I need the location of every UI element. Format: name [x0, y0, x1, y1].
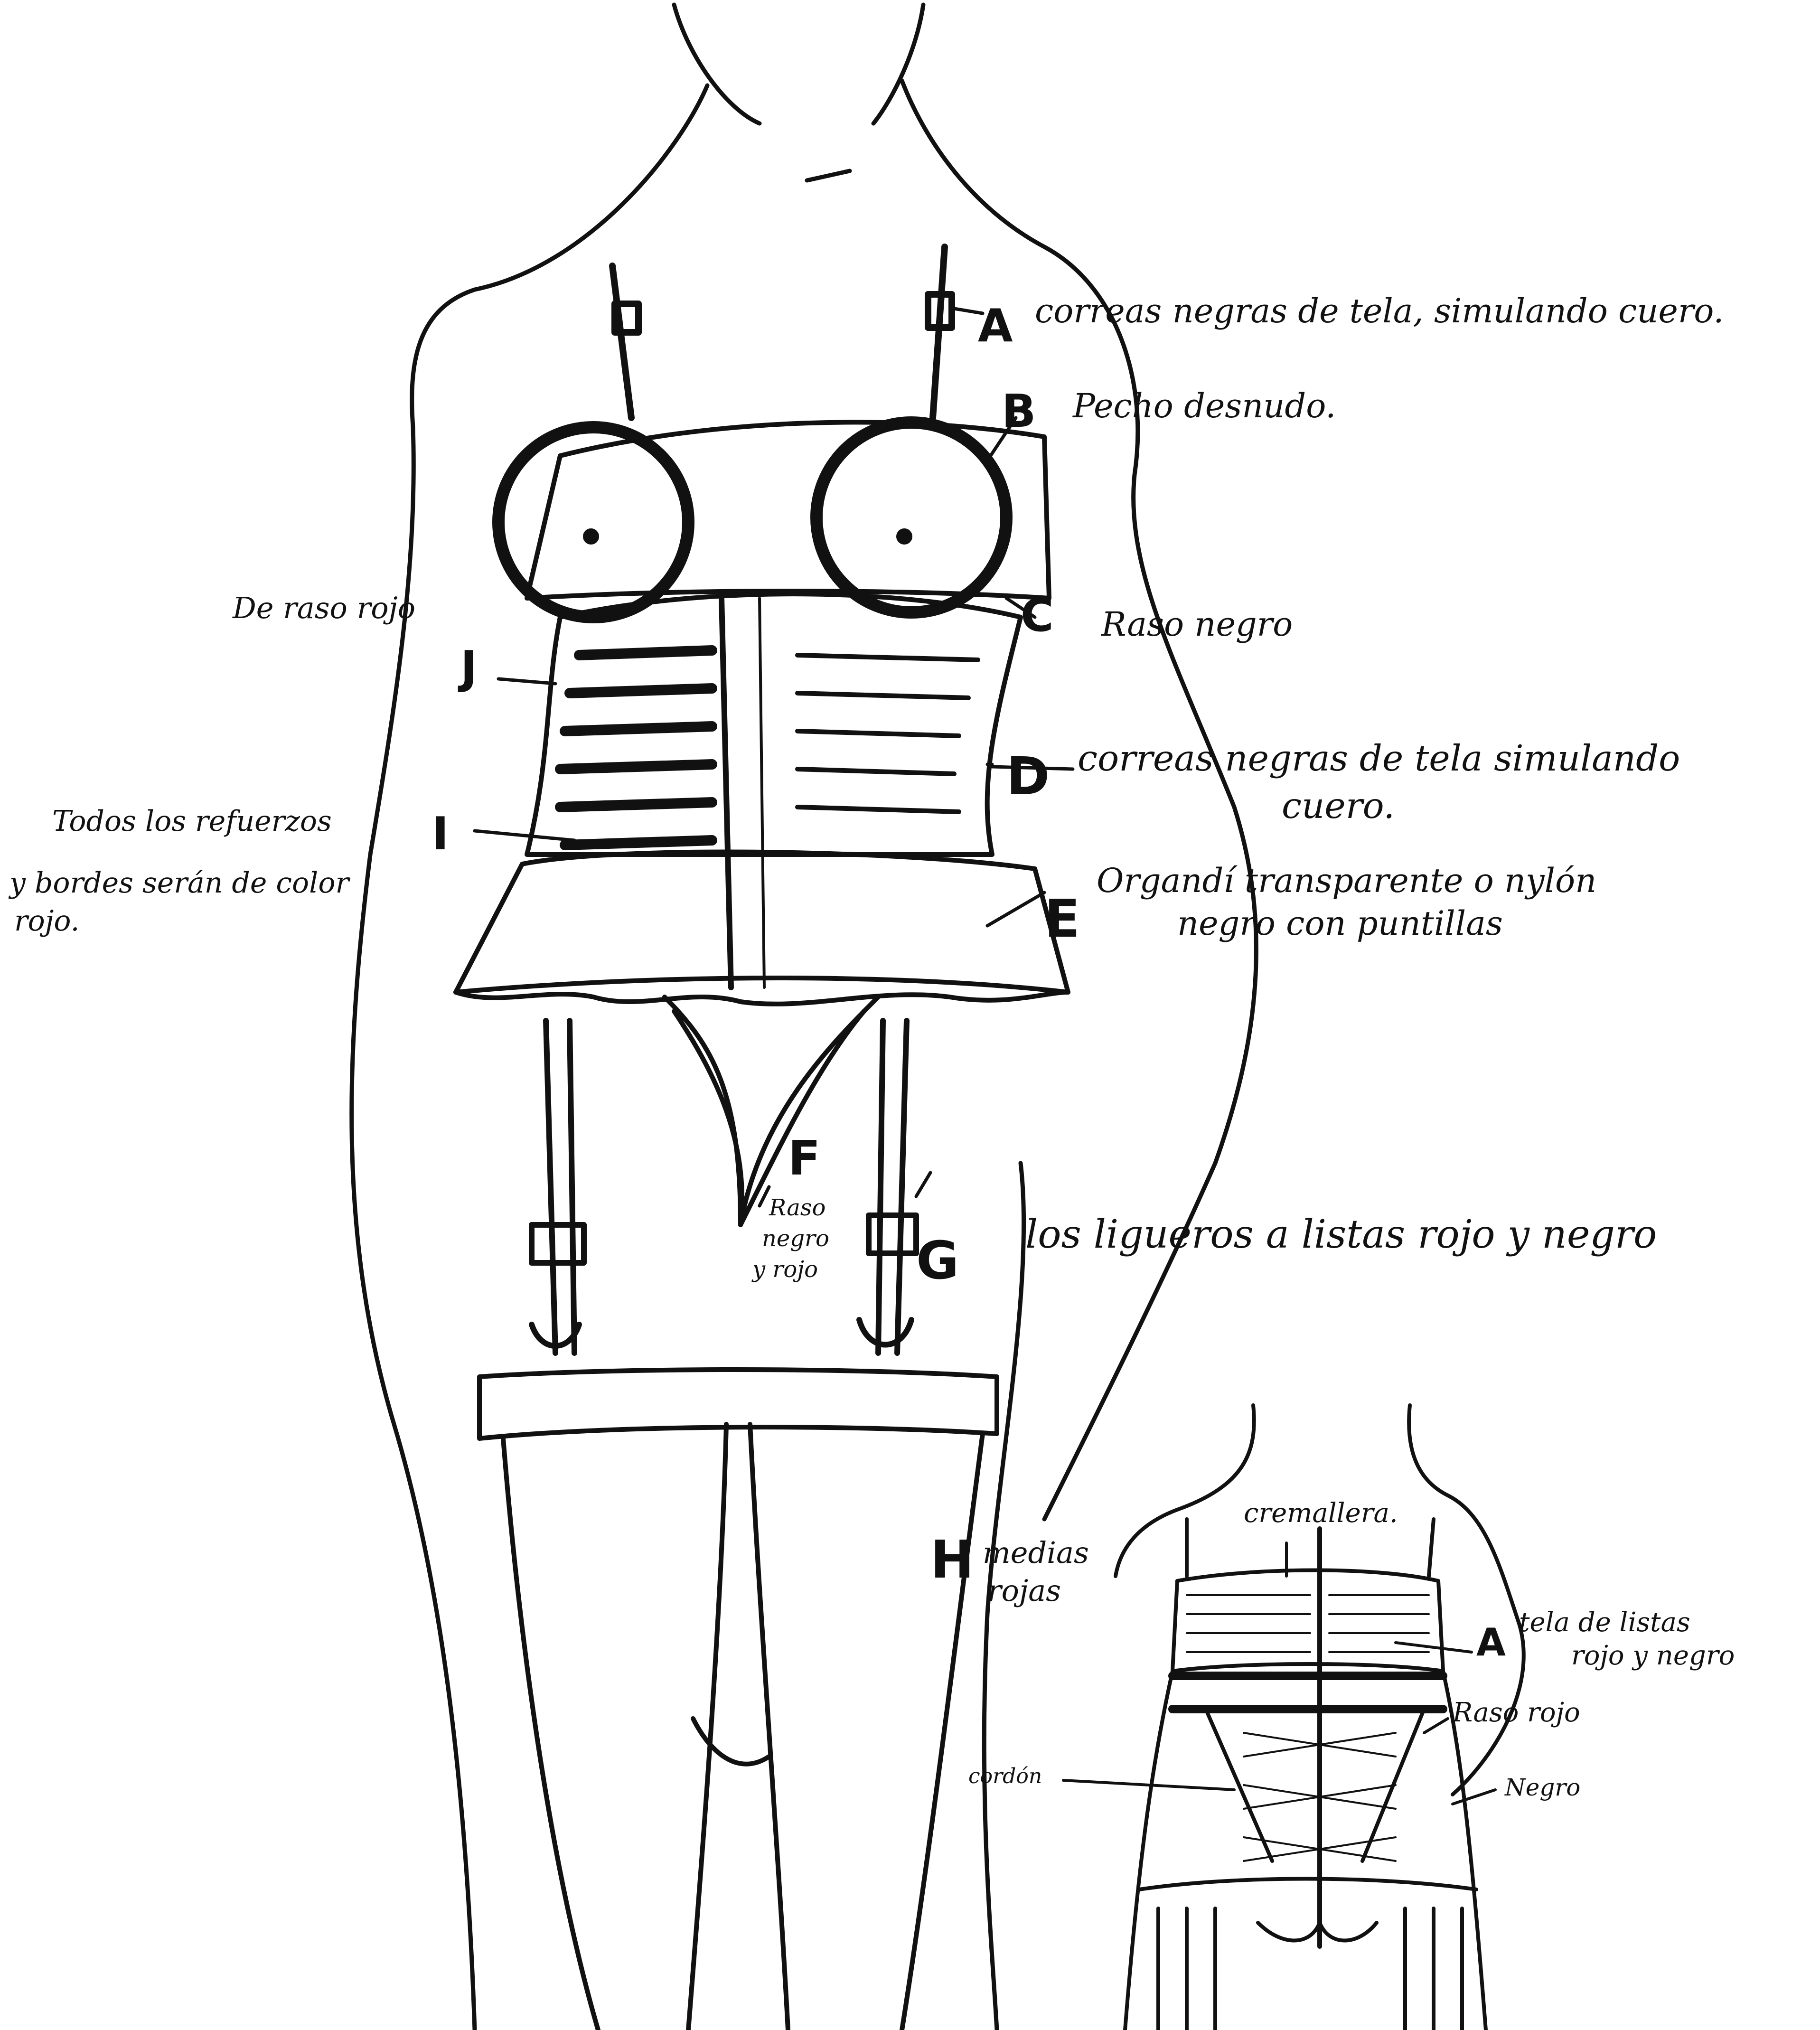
callout-letter-c: C	[1021, 593, 1054, 639]
callout-text-i-line1: Todos los refuerzos	[52, 807, 332, 836]
callout-text-j: De raso rojo	[233, 593, 415, 623]
callout-text-h-line2: rojas	[987, 1576, 1061, 1606]
back-zipper-label: cremallera.	[1244, 1500, 1398, 1527]
callout-letter-g: G	[916, 1234, 959, 1287]
callout-letter-b: B	[1002, 389, 1036, 434]
callout-text-d-line2: cuero.	[1282, 788, 1395, 824]
callout-text-i-line3: rojo.	[14, 907, 80, 935]
callout-text-e-line1: Organdí transparente o nylón	[1097, 864, 1596, 897]
callout-text-f-line3: y rojo	[752, 1258, 818, 1281]
callout-text-f-line2: negro	[762, 1227, 829, 1250]
callout-letter-h: H	[930, 1533, 974, 1586]
back-cordon-label: cordón	[968, 1766, 1042, 1787]
callout-text-g: los ligueros a listas rojo y negro	[1025, 1215, 1657, 1254]
callout-text-c: Raso negro	[1101, 608, 1293, 641]
callout-text-i-line2: y bordes serán de color	[9, 869, 349, 897]
callout-letter-a: A	[978, 304, 1013, 349]
main-garters	[532, 1021, 916, 1353]
callout-text-d-line1: correas negras de tela simulando	[1078, 741, 1680, 776]
back-callout-text-a-line1: tela de listas	[1519, 1609, 1690, 1636]
back-callout-text-a-line2: rojo y negro	[1571, 1643, 1735, 1669]
callout-leader-lines	[475, 309, 1073, 1206]
back-negro-label: Negro	[1505, 1776, 1580, 1799]
back-raso-rojo-label: Raso rojo	[1453, 1700, 1580, 1726]
callout-letter-f: F	[788, 1135, 820, 1182]
callout-text-b: Pecho desnudo.	[1073, 389, 1336, 423]
callout-letter-d: D	[1006, 750, 1050, 802]
callout-text-f-line1: Raso	[769, 1196, 826, 1219]
callout-letter-i: I	[432, 812, 449, 857]
callout-letter-j: J	[460, 646, 477, 691]
callout-text-a: correas negras de tela, simulando cuero.	[1035, 294, 1724, 328]
callout-text-h-line1: medias	[983, 1538, 1089, 1568]
back-callout-letter-a: A	[1476, 1624, 1506, 1662]
main-straps	[612, 247, 952, 418]
main-stockings	[479, 1370, 997, 2030]
callout-text-e-line2: negro con puntillas	[1177, 907, 1503, 940]
callout-letter-e: E	[1044, 893, 1080, 945]
